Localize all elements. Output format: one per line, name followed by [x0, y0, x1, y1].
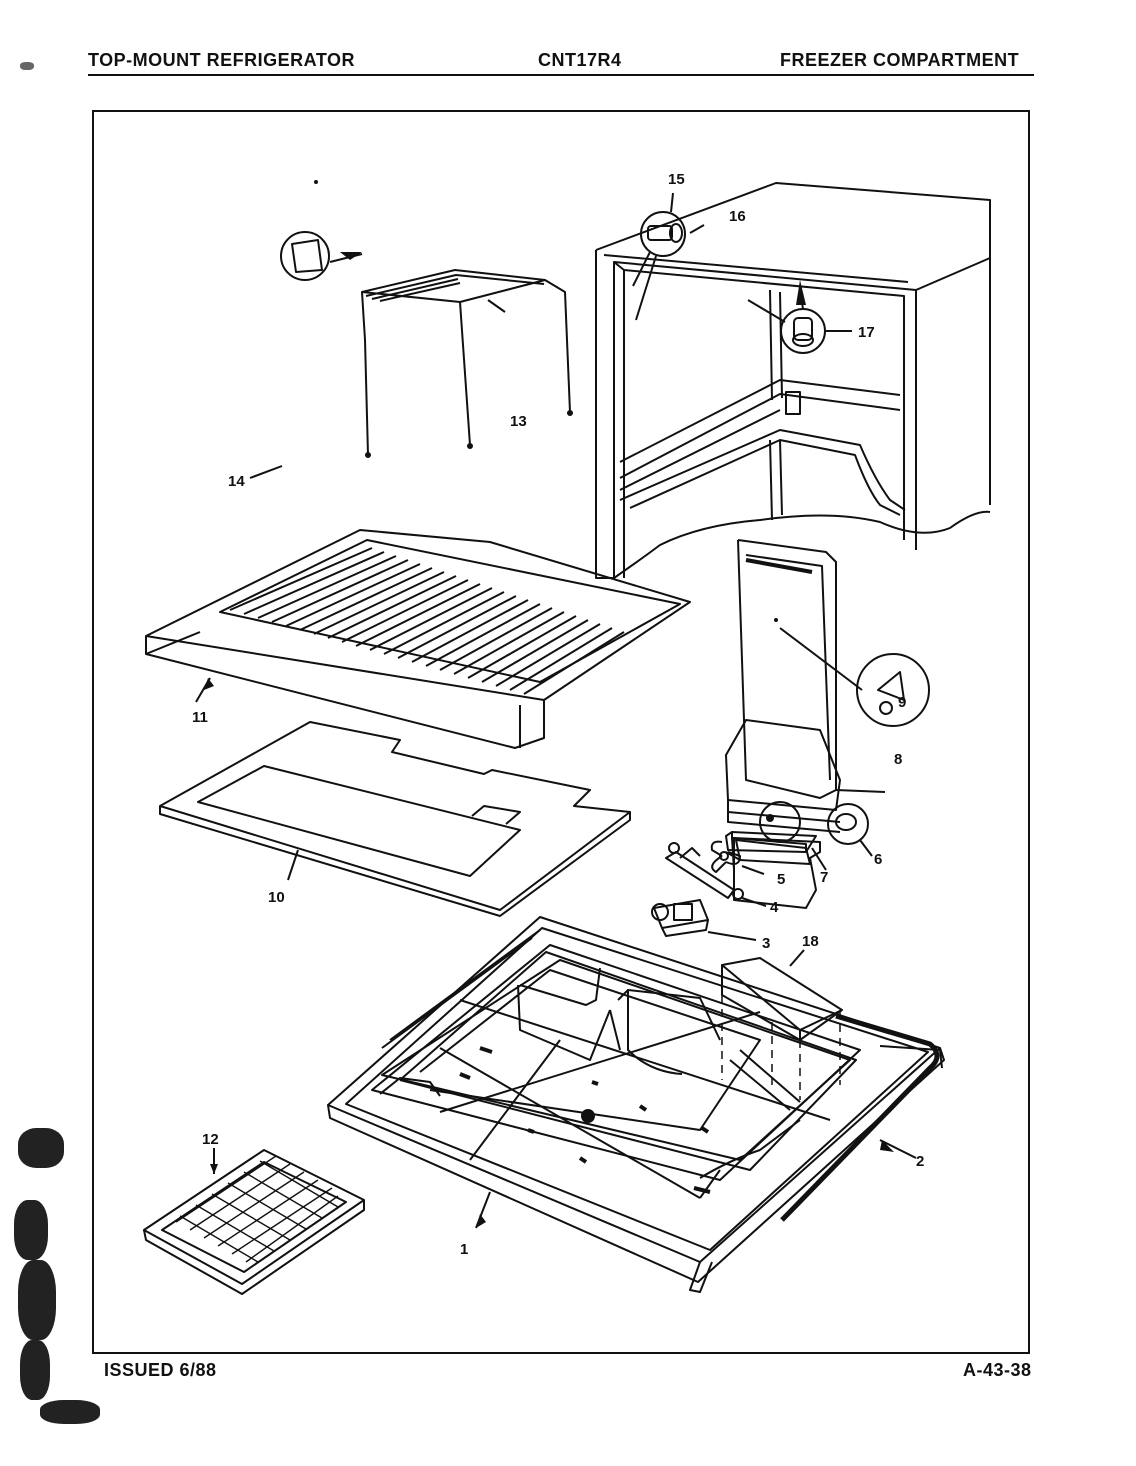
callout-11: 11 [192, 709, 208, 726]
trim-rail [780, 1013, 940, 1222]
motor-bracket [665, 842, 767, 907]
header-rule [88, 74, 1034, 76]
callout-18: 18 [802, 933, 819, 950]
issued-date: ISSUED 6/88 [104, 1360, 217, 1380]
callout-4: 4 [770, 899, 779, 916]
callout-10: 10 [268, 889, 285, 906]
wire-shelf [361, 269, 571, 456]
glass-shelf [145, 529, 691, 749]
callout-13: 13 [510, 413, 527, 430]
evaporator-cover [725, 539, 886, 833]
lamp-socket-detail [640, 211, 686, 257]
scan-artifact [18, 1128, 64, 1168]
scan-artifact [40, 1400, 100, 1424]
fan-motor [651, 899, 757, 941]
header-model-number: CNT17R4 [538, 50, 622, 70]
shelf-panel [159, 721, 631, 917]
cover-fastener-detail [856, 653, 930, 727]
callout-16: 16 [729, 208, 746, 225]
callout-9: 9 [898, 694, 906, 711]
callout-2: 2 [916, 1153, 924, 1170]
callout-6: 6 [874, 851, 882, 868]
callout-7: 7 [820, 869, 828, 886]
callout-5: 5 [777, 871, 785, 888]
page-code: A-43-38 [963, 1360, 1032, 1380]
evaporator-baffle [721, 949, 843, 1041]
shelf-clip-detail [280, 231, 330, 281]
fan-mount-plate [733, 837, 821, 909]
callout-17: 17 [858, 324, 875, 341]
callout-12: 12 [202, 1131, 219, 1148]
freezer-floor [327, 916, 945, 1293]
freezer-cabinet [595, 182, 991, 579]
callout-15: 15 [668, 171, 685, 188]
callout-1: 1 [460, 1241, 468, 1258]
callout-14: 14 [228, 473, 245, 490]
scan-artifact [18, 1260, 56, 1340]
scan-artifact [20, 62, 34, 70]
grommet-detail [827, 803, 869, 845]
scan-artifact [14, 1200, 48, 1260]
callout-8: 8 [894, 751, 902, 768]
ice-tray-grid [175, 1155, 339, 1263]
fan-blade [710, 840, 765, 875]
header-title: TOP-MOUNT REFRIGERATOR [88, 50, 355, 70]
diagram-frame [92, 110, 1030, 1354]
callout-3: 3 [762, 935, 770, 952]
scan-artifact [20, 1340, 50, 1400]
header-section: FREEZER COMPARTMENT [780, 50, 1020, 70]
